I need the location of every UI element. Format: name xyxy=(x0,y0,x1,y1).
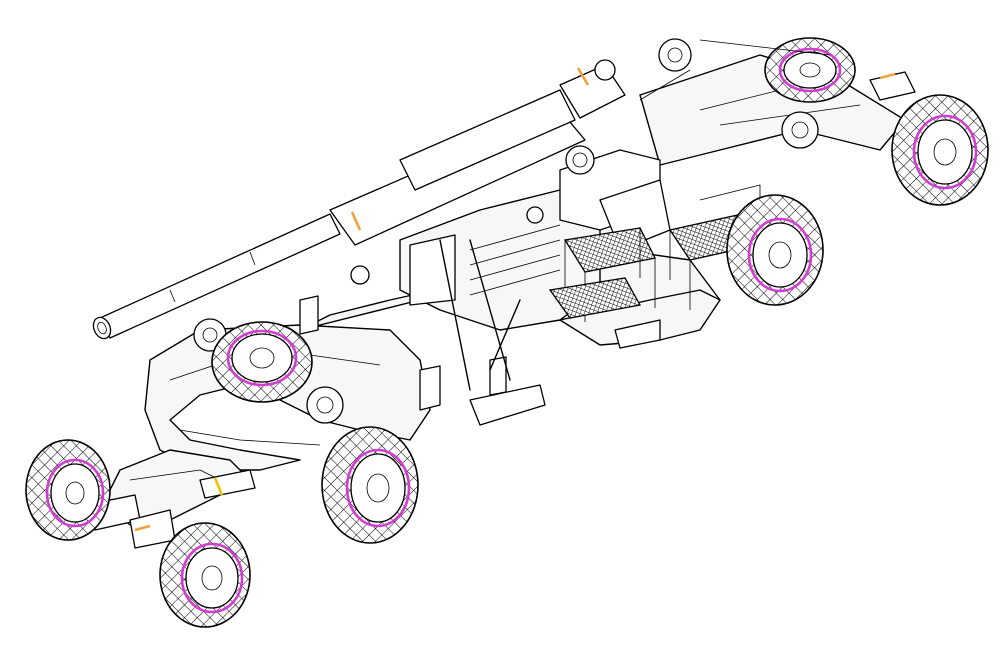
gun-barrel xyxy=(92,59,626,340)
wheel-spare xyxy=(211,321,313,403)
pulley-right xyxy=(781,111,819,149)
wheel-rear-inner xyxy=(891,94,989,206)
wheel-front-right xyxy=(159,522,251,628)
wheel-rear-right xyxy=(764,37,856,103)
wheel-front-left xyxy=(25,439,111,541)
wheel-middle-right xyxy=(726,194,824,306)
pulley-front xyxy=(306,386,344,424)
wheel-middle-left xyxy=(321,426,419,544)
tie-rods xyxy=(439,39,831,391)
pulley-rear xyxy=(658,38,692,72)
